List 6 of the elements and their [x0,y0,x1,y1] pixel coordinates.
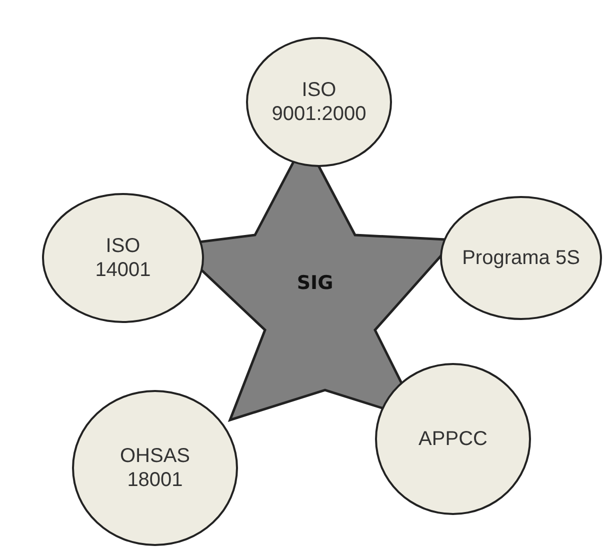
ellipse-label: Programa 5S [461,246,581,270]
ellipse-label: APPCC [418,427,488,451]
ellipse-label: OHSAS 18001 [118,444,192,492]
ellipse-label: ISO 9001:2000 [270,78,368,126]
ellipse-label: ISO 14001 [94,234,152,282]
center-label: SIG [296,272,334,294]
